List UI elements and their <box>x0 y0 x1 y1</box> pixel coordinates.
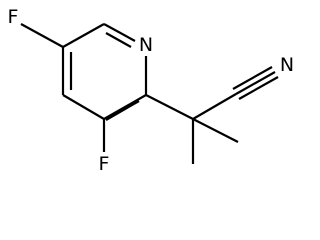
bond-quaternary-c-methyl-2 <box>192 118 239 143</box>
bond-quaternary-c-nitrile-c <box>192 93 237 120</box>
bond-c6-n1-inner <box>105 32 132 48</box>
atom-label-nitrile-nitrogen: N <box>280 54 294 76</box>
pyridine-ring <box>61 23 148 121</box>
bond-c3-c3-inner <box>105 100 140 121</box>
bond-c2-c3 <box>103 94 147 120</box>
atom-label-fluorine-bottom: F <box>99 153 110 175</box>
bond-c5-c6 <box>62 23 105 48</box>
bond-c6-n1 <box>103 23 136 42</box>
atom-label-fluorine-top: F <box>8 6 19 28</box>
bond-c3-c4 <box>62 94 105 120</box>
atom-label-ring-nitrogen: N <box>139 34 153 56</box>
nitrile-triple-bond <box>232 66 279 100</box>
chemical-structure-diagram: F F N N <box>8 6 295 175</box>
bond-c2-quaternary-c <box>145 94 194 120</box>
bond-c5-f <box>20 23 64 48</box>
